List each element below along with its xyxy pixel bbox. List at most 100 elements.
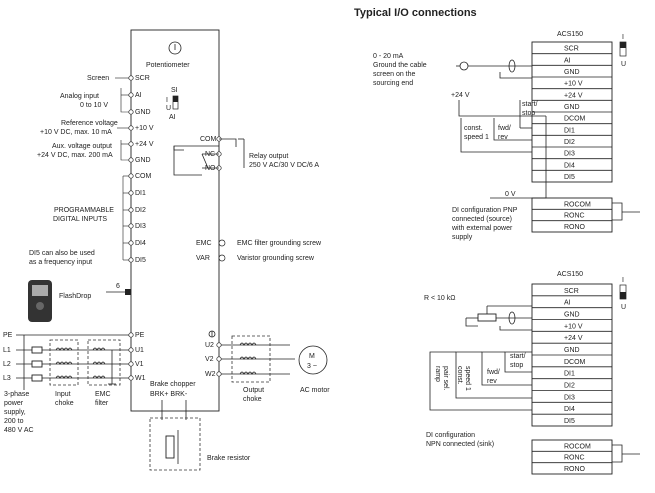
di5-note-1: DI5 can also be used (29, 250, 95, 257)
emc-filter-box (87, 339, 121, 386)
svg-text:U: U (621, 61, 626, 68)
pnp-const-2: speed 1 (464, 134, 489, 141)
npn-relay-block (531, 439, 613, 475)
svg-text:PE: PE (135, 332, 145, 339)
term-gnd: GND (135, 109, 151, 116)
svg-text:NC: NC (205, 151, 215, 158)
supply-label-5: 480 V AC (4, 427, 34, 434)
npn-terminal-row-2: GND (564, 312, 580, 319)
svg-text:W2: W2 (205, 371, 216, 378)
term-di5: DI5 (135, 257, 146, 264)
svg-text:ramp: ramp (434, 366, 441, 382)
output-choke-box (231, 335, 271, 383)
supply-label-4: 200 to (4, 418, 24, 425)
analog-input-range: 0 to 10 V (80, 102, 108, 109)
pnp-relay-row-2: RONO (564, 224, 586, 231)
pnp-const-1: const. (464, 125, 483, 132)
term-di3: DI3 (135, 223, 146, 230)
flashdrop-label: FlashDrop (59, 293, 91, 300)
svg-text:AI: AI (169, 114, 176, 121)
npn-terminal-row-1: AI (564, 300, 571, 307)
flashdrop-num: 6 (116, 283, 120, 290)
svg-text:pair sel.: pair sel. (442, 366, 449, 391)
si-switch: SI I U AI (166, 87, 179, 121)
npn-terminal-row-0: SCR (564, 288, 579, 295)
npn-terminal-row-7: DI1 (564, 371, 575, 378)
supply-label-1: 3-phase (4, 391, 29, 398)
pnp-24v: +24 V (451, 92, 470, 99)
drive-left-terminals: SCR AI GND +10 V +24 V GND COM DI1 DI2 D… (128, 75, 154, 264)
pnp-terminal-row-4: +24 V (564, 92, 583, 99)
svg-text:V1: V1 (135, 361, 144, 368)
pnp-note-1: 0 - 20 mA (373, 53, 404, 60)
pnp-terminal-row-3: +10 V (564, 81, 583, 88)
l3-label: L3 (3, 375, 11, 382)
term-24v: +24 V (135, 141, 154, 148)
brake-resistor-label: Brake resistor (207, 455, 251, 462)
power-input-terminals: PE U1 V1 W1 (128, 332, 146, 382)
pnp-note-2: Ground the cable (373, 62, 427, 69)
pnp-terminal-row-1: AI (564, 57, 571, 64)
term-di4: DI4 (135, 240, 146, 247)
supply-label-3: supply, (4, 409, 26, 416)
npn-caption-2: NPN connected (sink) (426, 441, 494, 448)
npn-device-label: ACS150 (557, 271, 583, 278)
npn-terminal-row-6: DCOM (564, 359, 586, 366)
npn-relay-row-1: RONC (564, 455, 585, 462)
npn-terminal-row-8: DI2 (564, 383, 575, 390)
pnp-terminal-row-5: GND (564, 104, 580, 111)
output-choke-label-2: choke (243, 396, 262, 403)
svg-text:I: I (166, 97, 168, 104)
var-term: VAR (196, 255, 210, 262)
diagram-title: Typical I/O connections (354, 7, 477, 19)
npn-potentiometer-icon (477, 313, 497, 322)
svg-text:speed 1: speed 1 (464, 366, 471, 391)
pnp-relay-block (531, 197, 613, 233)
pnp-relay-row-1: RONC (564, 213, 585, 220)
npn-terminal-row-4: +24 V (564, 335, 583, 342)
pnp-caption-1: DI configuration PNP (452, 207, 518, 214)
pnp-caption-2: connected (source) (452, 216, 512, 223)
relay-output-label: Relay output (249, 153, 288, 160)
l1-label: L1 (3, 347, 11, 354)
svg-text:U2: U2 (205, 342, 214, 349)
pe-line-label: PE (3, 332, 13, 339)
svg-text:SI: SI (171, 87, 178, 94)
npn-start-stop-1: start/ (510, 353, 526, 360)
svg-text:NO: NO (205, 165, 216, 172)
brake-chopper-terms: BRK+ BRK- (150, 391, 188, 398)
npn-relay-row-2: RONO (564, 466, 586, 473)
term-ai: AI (135, 92, 142, 99)
ac-motor-label: AC motor (300, 387, 330, 394)
emc-screw-label: EMC filter grounding screw (237, 240, 322, 247)
pnp-terminal-row-11: DI5 (564, 174, 575, 181)
svg-text:U: U (166, 105, 171, 112)
potentiometer-label: Potentiometer (146, 62, 190, 69)
motor-icon (298, 345, 328, 375)
pnp-terminal-row-10: DI4 (564, 162, 575, 169)
npn-start-stop-2: stop (510, 362, 523, 369)
pnp-terminal-row-9: DI3 (564, 151, 575, 158)
pnp-start-stop-1: start/ (522, 101, 538, 108)
screen-label: Screen (87, 75, 109, 82)
pnp-fwd-rev-2: rev (498, 134, 508, 141)
supply-label-2: power (4, 400, 24, 407)
npn-const-speed: const. speed 1 (456, 366, 471, 391)
reference-voltage-spec: +10 V DC, max. 10 mA (40, 129, 112, 136)
aux-voltage-label: Aux. voltage output (52, 143, 112, 150)
output-choke-label-1: Output (243, 387, 264, 394)
reference-voltage-label: Reference voltage (61, 120, 118, 127)
pnp-terminal-row-7: DI1 (564, 127, 575, 134)
analog-input-label: Analog input (60, 93, 99, 100)
svg-text:const.: const. (456, 366, 463, 385)
term-scr: SCR (135, 75, 150, 82)
svg-text:3 ~: 3 ~ (307, 363, 317, 370)
term-com: COM (135, 173, 152, 180)
svg-text:COM: COM (200, 136, 217, 143)
emc-filter-label-1: EMC (95, 391, 111, 398)
npn-fwd-rev-2: rev (487, 378, 497, 385)
npn-terminal-row-9: DI3 (564, 394, 575, 401)
aux-voltage-spec: +24 V DC, max. 200 mA (37, 152, 113, 159)
svg-text:V2: V2 (205, 356, 214, 363)
